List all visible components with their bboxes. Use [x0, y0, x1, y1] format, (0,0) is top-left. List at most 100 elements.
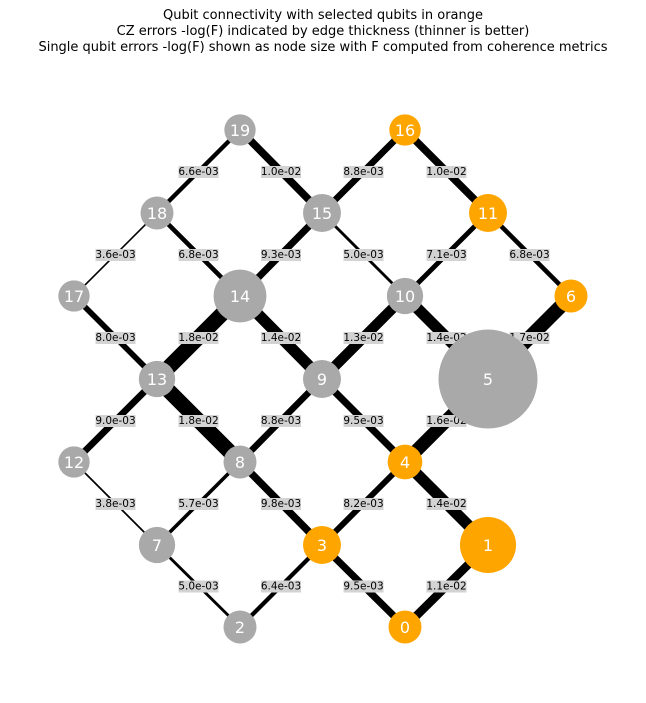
edge-label-4-3: 8.2e-03 [343, 498, 384, 510]
edge-label-box [426, 166, 467, 178]
edge-label-box [178, 580, 219, 593]
qubit-node-16: 16 [389, 114, 421, 146]
edge-label-box [343, 249, 384, 261]
qubit-circle [303, 526, 341, 564]
qubit-node-6: 6 [554, 279, 588, 313]
edge-label-18-17: 3.6e-03 [95, 249, 136, 261]
qubit-label: 13 [147, 370, 167, 389]
qubit-circle [554, 279, 588, 313]
edge-label-16-11: 1.0e-02 [426, 166, 467, 178]
edge-label-box [426, 580, 467, 593]
title-line-3: Single qubit errors -log(F) shown as nod… [38, 40, 608, 55]
edge-error-label: 6.6e-03 [178, 166, 218, 178]
edge-error-label: 6.4e-03 [261, 581, 301, 593]
edge-label-7-2: 5.0e-03 [178, 580, 219, 593]
edge-label-box [261, 498, 301, 510]
qubit-node-11: 11 [469, 194, 507, 232]
edge-error-label: 6.8e-03 [509, 249, 549, 261]
qubit-circle [388, 610, 422, 644]
qubit-label: 2 [235, 618, 245, 637]
edge-error-label: 1.8e-02 [178, 332, 218, 344]
edge-label-1-0: 1.1e-02 [426, 580, 467, 593]
qubit-circle [303, 360, 341, 398]
qubit-node-15: 15 [303, 194, 341, 232]
edge-label-box [95, 415, 136, 427]
qubit-node-8: 8 [223, 445, 257, 479]
qubit-label: 10 [395, 287, 415, 306]
qubit-label: 5 [483, 370, 493, 389]
edge-label-box [343, 498, 384, 510]
edge-label-box [178, 166, 219, 178]
edge-label-13-12: 9.0e-03 [95, 415, 136, 427]
edge-label-box [261, 249, 301, 261]
edge-label-box [261, 166, 301, 178]
title-line-1: Qubit connectivity with selected qubits … [162, 8, 484, 23]
edge-error-label: 9.5e-03 [343, 581, 383, 593]
qubit-circle [138, 360, 176, 398]
edge-label-box [509, 249, 550, 261]
edge-label-13-8: 1.8e-02 [178, 415, 219, 427]
edge-error-label: 3.8e-03 [95, 498, 135, 510]
figure-title: Qubit connectivity with selected qubits … [0, 8, 646, 56]
edge-label-box [95, 249, 136, 261]
edge-label-10-9: 1.3e-02 [343, 332, 384, 344]
qubit-circle [459, 516, 517, 574]
edge-label-15-14: 9.3e-03 [261, 249, 301, 261]
qubit-label: 1 [483, 536, 493, 555]
qubit-circle [469, 194, 507, 232]
qubit-circle [140, 196, 174, 230]
edge-label-box [261, 332, 301, 344]
edge-error-label: 5.0e-03 [343, 249, 383, 261]
edge-label-box [261, 580, 301, 593]
edge-error-label: 1.4e-02 [426, 498, 466, 510]
qubit-label: 16 [395, 121, 415, 140]
qubit-label: 11 [478, 204, 498, 223]
edge-label-3-2: 6.4e-03 [261, 580, 301, 593]
edge-label-18-14: 6.8e-03 [178, 249, 219, 261]
edge-label-box [426, 498, 467, 510]
edge-label-box [343, 332, 384, 344]
qubit-label: 18 [147, 204, 167, 223]
qubit-node-18: 18 [140, 196, 174, 230]
edge-error-label: 8.0e-03 [95, 332, 135, 344]
qubit-label: 6 [566, 287, 576, 306]
edge-label-box [426, 249, 467, 261]
edge-error-label: 1.6e-02 [426, 415, 466, 427]
qubit-circle [213, 269, 267, 323]
qubit-node-4: 4 [387, 444, 423, 480]
edge-label-box [426, 415, 467, 427]
edge-error-label: 9.0e-03 [95, 415, 135, 427]
qubit-label: 7 [152, 536, 162, 555]
qubit-circle [224, 114, 256, 146]
edge-label-15-10: 5.0e-03 [343, 249, 384, 261]
edge-error-label: 8.2e-03 [343, 498, 383, 510]
qubit-circle [303, 194, 341, 232]
edge-label-box [343, 580, 384, 593]
qubit-circle [58, 446, 90, 478]
qubit-circle [386, 277, 424, 315]
qubit-node-9: 9 [303, 360, 341, 398]
qubit-label: 4 [400, 453, 410, 472]
edge-label-11-10: 7.1e-03 [426, 249, 467, 261]
qubit-node-3: 3 [303, 526, 341, 564]
edge-label-8-7: 5.7e-03 [178, 498, 219, 510]
edge-label-4-1: 1.4e-02 [426, 498, 467, 510]
edge-error-label: 8.8e-03 [261, 415, 301, 427]
edge-label-14-13: 1.8e-02 [178, 332, 219, 344]
qubit-node-17: 17 [58, 280, 90, 312]
edge-error-label: 5.7e-03 [178, 498, 218, 510]
qubit-node-10: 10 [386, 277, 424, 315]
qubit-label: 19 [230, 121, 250, 140]
edge-label-11-6: 6.8e-03 [509, 249, 550, 261]
qubit-label: 14 [230, 287, 250, 306]
qubit-circle [223, 610, 257, 644]
qubit-label: 0 [400, 618, 410, 637]
qubit-circle [389, 114, 421, 146]
edge-label-box [178, 249, 219, 261]
qubit-node-2: 2 [223, 610, 257, 644]
edge-label-box [178, 332, 219, 344]
title-line-2: CZ errors -log(F) indicated by edge thic… [116, 24, 530, 39]
